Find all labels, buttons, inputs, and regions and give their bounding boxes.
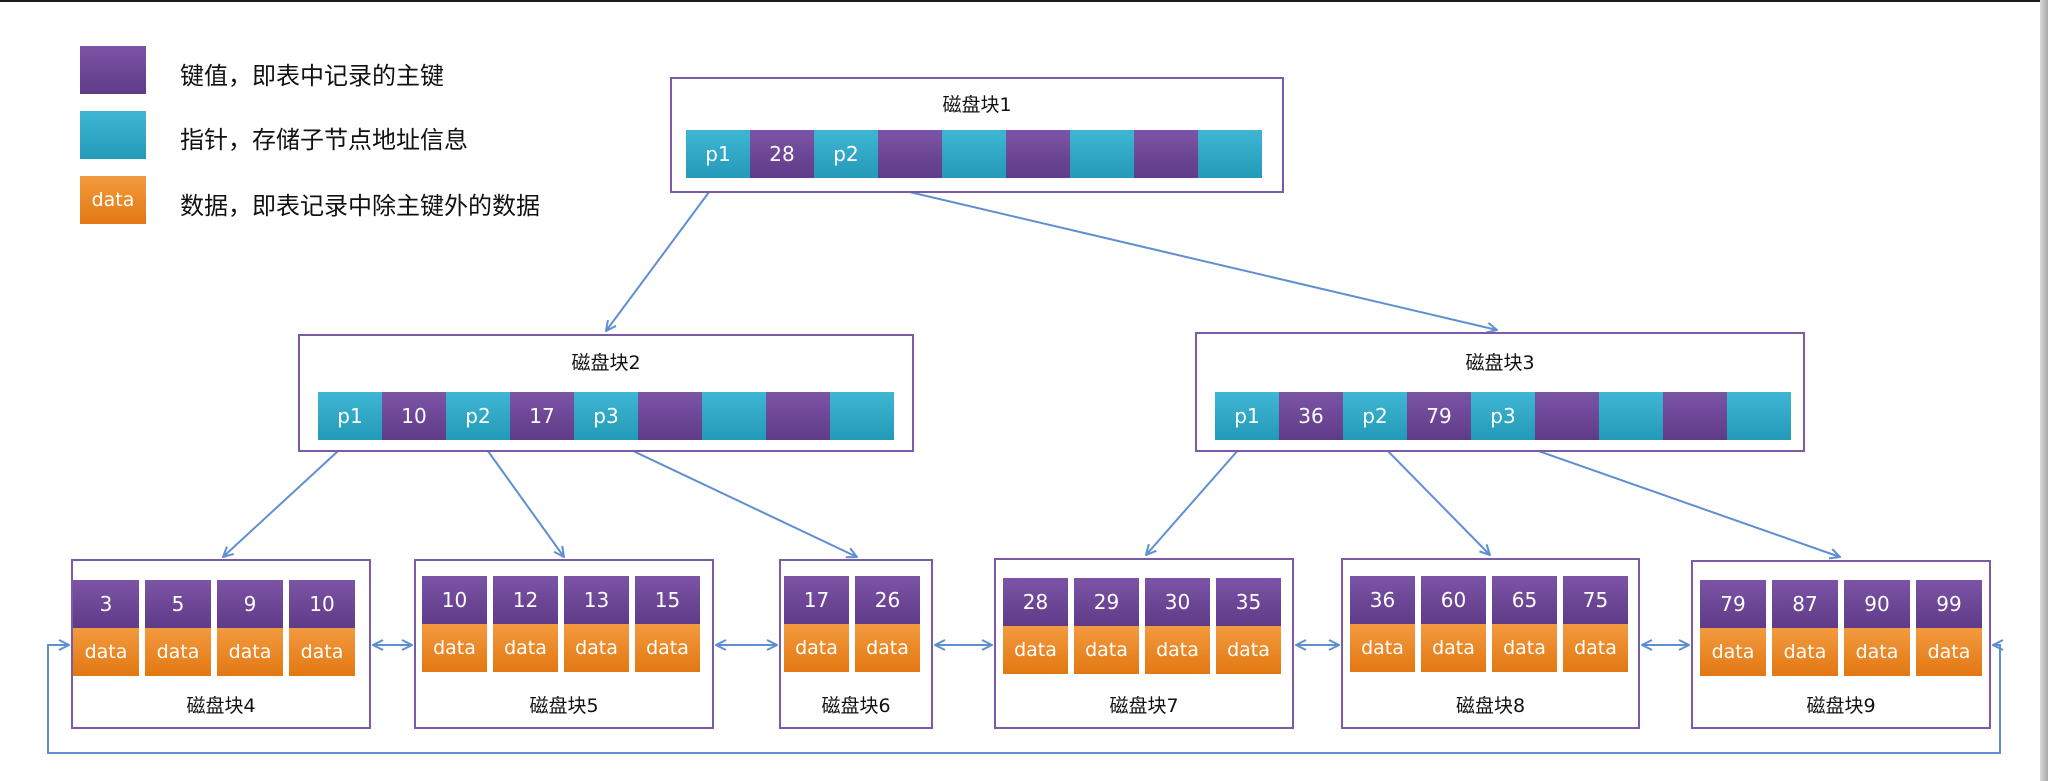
block2-key-cell-empty [766,392,830,440]
block9-key-cell-79: 79 [1700,580,1766,628]
block5-key-cell-15: 15 [635,576,700,624]
arrow-block3-p3-to-block9 [1506,439,1840,557]
block2-key-cell-17: 17 [510,392,574,440]
block7-data-cell-30: data [1145,626,1210,674]
top-border-line [0,0,2048,2]
legend-swatch-pointer [80,111,146,159]
link-block9-back-to-block4 [47,645,2000,754]
arrow-block3-p1-to-block7 [1146,439,1248,555]
block6-key-cell-17: 17 [784,576,849,624]
block8-key-cell-65: 65 [1492,576,1557,624]
arrow-block2-p3-to-block6 [609,439,857,557]
block9-data-cell-79: data [1700,628,1766,676]
block5-data-cell-13: data [564,624,629,672]
block3-pointer-cell-p3: p3 [1471,392,1535,440]
block1-key-cell-28: 28 [750,130,814,178]
arrow-block2-p1-to-block4 [223,439,351,557]
block6-data-cell-17: data [784,624,849,672]
block4-data-cell-5: data [145,628,211,676]
legend-swatch-key [80,46,146,94]
block5-key-cell-10: 10 [422,576,487,624]
block3-key-cell-36: 36 [1279,392,1343,440]
block2-key-cell-10: 10 [382,392,446,440]
block6-data-cell-26: data [855,624,920,672]
block9-data-cell-90: data [1844,628,1910,676]
block4-data-cell-3: data [73,628,139,676]
block7-key-cell-30: 30 [1145,578,1210,626]
block4-key-cell-5: 5 [145,580,211,628]
block2-pointer-cell-p2: p2 [446,392,510,440]
block7-title: 磁盘块7 [1109,695,1179,717]
legend-swatch-data: data [80,176,146,224]
block9-key-cell-87: 87 [1772,580,1838,628]
block3-key-cell-empty [1663,392,1727,440]
block1-pointer-cell-empty [942,130,1006,178]
block4-title: 磁盘块4 [186,695,256,717]
block1-pointer-cell-p2: p2 [814,130,878,178]
block1-key-cell-empty [1006,130,1070,178]
block5-data-cell-10: data [422,624,487,672]
block2-title: 磁盘块2 [571,352,641,374]
block7-key-cell-35: 35 [1216,578,1281,626]
block7-data-cell-35: data [1216,626,1281,674]
block3-pointer-cell-empty [1727,392,1791,440]
block9-key-cell-90: 90 [1844,580,1910,628]
block8-data-cell-65: data [1492,624,1557,672]
legend-text-1: 指针，存储子节点地址信息 [180,126,468,154]
block3-pointer-cell-p2: p2 [1343,392,1407,440]
block2-pointer-cell-empty [830,392,894,440]
block7-data-cell-29: data [1074,626,1139,674]
block4-key-cell-9: 9 [217,580,283,628]
block7-key-cell-29: 29 [1074,578,1139,626]
arrow-block1-p2-to-block3 [849,177,1497,330]
block2-pointer-cell-p1: p1 [318,392,382,440]
block5-key-cell-12: 12 [493,576,558,624]
legend-text-0: 键值，即表中记录的主键 [180,62,444,90]
block2-key-cell-empty [638,392,702,440]
block6-key-cell-26: 26 [855,576,920,624]
block6-title: 磁盘块6 [821,695,891,717]
block4-data-cell-9: data [217,628,283,676]
block1-pointer-cell-p1: p1 [686,130,750,178]
block3-key-cell-empty [1535,392,1599,440]
block1-pointer-cell-empty [1070,130,1134,178]
arrow-block1-p1-to-block2 [606,179,719,331]
block1-key-cell-empty [1134,130,1198,178]
block5-key-cell-13: 13 [564,576,629,624]
block8-data-cell-36: data [1350,624,1415,672]
block2-pointer-cell-empty [702,392,766,440]
block7-data-cell-28: data [1003,626,1068,674]
block9-data-cell-87: data [1772,628,1838,676]
block8-key-cell-36: 36 [1350,576,1415,624]
block8-data-cell-60: data [1421,624,1486,672]
block3-title: 磁盘块3 [1465,352,1535,374]
block3-key-cell-79: 79 [1407,392,1471,440]
block5-data-cell-12: data [493,624,558,672]
arrow-block3-p2-to-block8 [1376,439,1490,555]
block4-data-cell-10: data [289,628,355,676]
block4-key-cell-3: 3 [73,580,139,628]
block4-key-cell-10: 10 [289,580,355,628]
block5-data-cell-15: data [635,624,700,672]
block1-key-cell-empty [878,130,942,178]
block7-key-cell-28: 28 [1003,578,1068,626]
block8-title: 磁盘块8 [1455,695,1526,717]
block3-pointer-cell-empty [1599,392,1663,440]
right-edge-shadow [2040,0,2048,781]
block1-title: 磁盘块1 [942,94,1012,116]
block5-title: 磁盘块5 [529,695,599,717]
block8-key-cell-75: 75 [1563,576,1628,624]
block9-title: 磁盘块9 [1806,695,1876,717]
block9-key-cell-99: 99 [1916,580,1982,628]
block1-pointer-cell-empty [1198,130,1262,178]
block9-data-cell-99: data [1916,628,1982,676]
block3-pointer-cell-p1: p1 [1215,392,1279,440]
block8-key-cell-60: 60 [1421,576,1486,624]
block2-pointer-cell-p3: p3 [574,392,638,440]
legend-text-2: 数据，即表记录中除主键外的数据 [180,192,540,220]
block8-data-cell-75: data [1563,624,1628,672]
arrow-block2-p2-to-block5 [479,439,564,557]
